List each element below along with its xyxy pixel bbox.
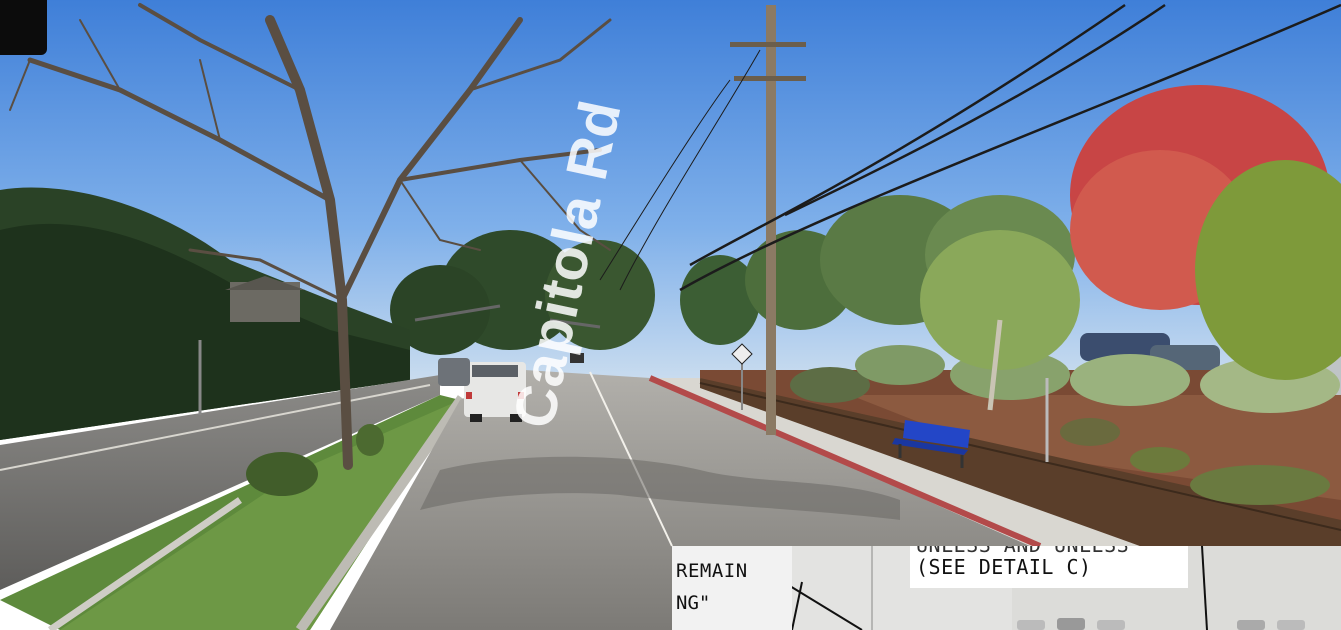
plan-drawing-inset: REMAIN NG" UNLESS AND UNLESS (SEE DETAIL… <box>672 546 1341 630</box>
left-roadway <box>0 375 440 590</box>
remain-label: REMAIN <box>676 560 748 582</box>
ng-label: NG" <box>676 592 711 614</box>
shrubs <box>790 345 1340 505</box>
callout-box <box>910 546 1188 588</box>
green-tree <box>1195 160 1341 380</box>
white-pickup-truck <box>464 362 526 422</box>
blue-bench <box>892 420 970 468</box>
corner-overlay <box>0 0 47 55</box>
gray-car <box>438 358 470 386</box>
detail-callout: (SEE DETAIL C) <box>916 555 1092 579</box>
power-lines <box>599 3 1341 292</box>
clipped-top-label: UNLESS AND UNLESS <box>916 546 1129 557</box>
label-box <box>672 546 792 630</box>
bare-tree <box>9 3 612 470</box>
